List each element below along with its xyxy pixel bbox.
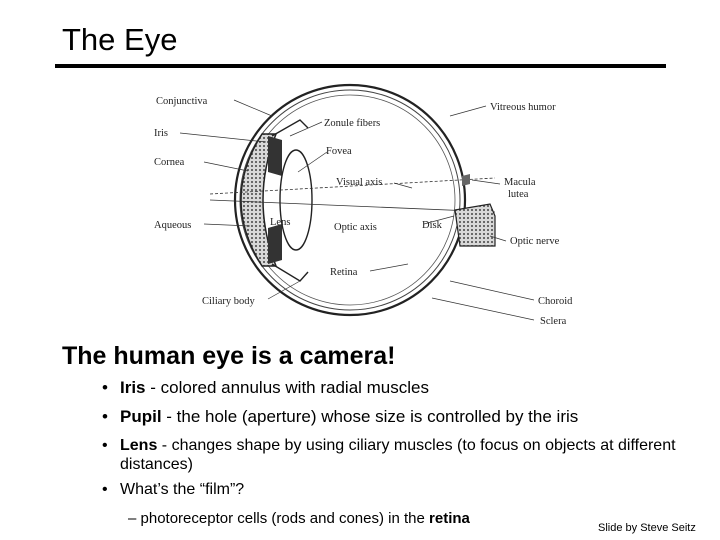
bullet-text: - colored annulus with radial muscles <box>145 378 429 397</box>
ciliary-body <box>271 263 309 282</box>
label-macula-lutea: lutea <box>508 189 529 200</box>
bullet-lens: • Lens - changes shape by using ciliary m… <box>98 436 698 474</box>
label-macula: Macula <box>504 177 536 188</box>
label-choroid: Choroid <box>538 296 573 307</box>
sub-bullet-text: photoreceptor cells (rods and cones) in … <box>140 510 430 527</box>
sub-bullet-retina: – photoreceptor cells (rods and cones) i… <box>128 510 470 527</box>
title-rule <box>55 64 666 68</box>
label-optic-nerve: Optic nerve <box>510 236 560 247</box>
label-aqueous: Aqueous <box>154 220 191 231</box>
bullet-term: Iris <box>120 378 146 397</box>
label-visual-axis: Visual axis <box>336 177 382 188</box>
slide-subtitle: The human eye is a camera! <box>62 342 396 370</box>
bullet-pupil: • Pupil - the hole (aperture) whose size … <box>98 407 698 427</box>
slide-credit: Slide by Steve Seitz <box>598 522 696 534</box>
bullet-text: What’s the “film”? <box>120 481 245 498</box>
eye-diagram-svg: Conjunctiva Iris Cornea Aqueous Ciliary … <box>154 83 573 327</box>
bullet-text: - the hole (aperture) whose size is cont… <box>161 407 579 426</box>
label-iris: Iris <box>154 128 168 139</box>
label-fovea: Fovea <box>326 146 352 157</box>
optic-axis-line <box>209 199 496 213</box>
label-cornea: Cornea <box>154 157 185 168</box>
bullet-film: • What’s the “film”? <box>98 480 698 499</box>
label-vitreous-humor: Vitreous humor <box>490 102 556 113</box>
ciliary-body-top <box>271 119 309 137</box>
bullet-term: Pupil <box>120 407 162 426</box>
sub-bullet-dash: – <box>128 510 137 527</box>
iris-shape-lower <box>268 224 282 264</box>
label-zonule-fibers: Zonule fibers <box>324 118 380 129</box>
bullet-term: Lens <box>120 437 158 454</box>
label-retina: Retina <box>330 267 358 278</box>
iris-shape <box>268 136 282 176</box>
label-disk: Disk <box>422 220 443 231</box>
bullet-text: - changes shape by using ciliary muscles… <box>120 437 676 473</box>
choroid-layer <box>239 89 461 311</box>
visual-axis-line <box>209 177 496 195</box>
bullet-list: • Iris - colored annulus with radial musc… <box>98 378 698 505</box>
slide-title: The Eye <box>62 22 178 57</box>
bullet-dot: • <box>102 437 108 454</box>
lens-shape <box>279 149 313 251</box>
label-lens: Lens <box>270 217 290 228</box>
label-sclera: Sclera <box>540 316 567 327</box>
eye-diagram: Conjunctiva Iris Cornea Aqueous Ciliary … <box>150 76 590 334</box>
label-ciliary-body: Ciliary body <box>202 296 256 307</box>
sub-bullet-term: retina <box>429 510 470 527</box>
label-optic-axis: Optic axis <box>334 222 377 233</box>
bullet-dot: • <box>102 481 108 498</box>
optic-nerve-shape <box>454 203 496 247</box>
macula-mark <box>462 174 470 186</box>
bullet-dot: • <box>102 378 108 397</box>
cornea-shape <box>240 133 278 267</box>
bullet-iris: • Iris - colored annulus with radial musc… <box>98 378 698 398</box>
sclera-outer <box>233 83 467 317</box>
bullet-dot: • <box>102 407 108 426</box>
label-conjunctiva: Conjunctiva <box>156 96 208 107</box>
